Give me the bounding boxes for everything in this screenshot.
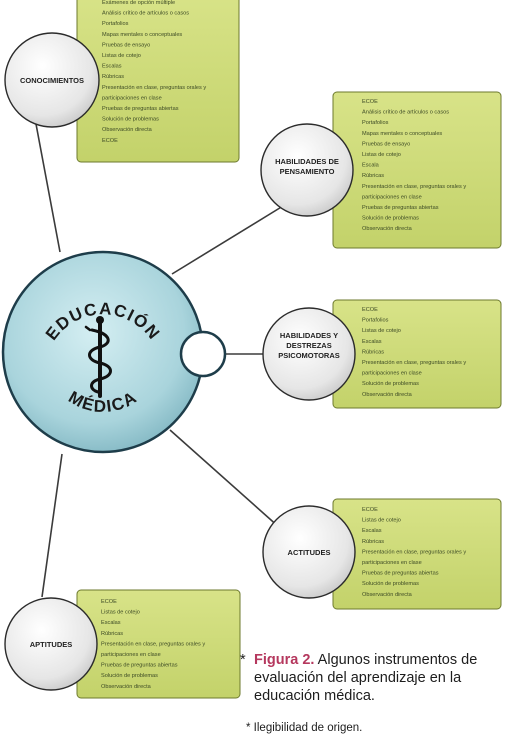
connector-pensamiento [171, 205, 284, 275]
instrument-item: Rúbricas [362, 539, 384, 545]
instrument-item: Solución de problemas [362, 381, 419, 387]
center-notch [179, 330, 227, 378]
node-circle [4, 597, 98, 691]
instrument-item: Observación directa [101, 684, 152, 690]
instrument-item: Listas de cotejo [362, 328, 401, 334]
connector-actitudes [169, 429, 281, 529]
instrument-item: participaciones en clase [362, 194, 422, 200]
node-label-line: CONOCIMIENTOS [20, 76, 84, 85]
instrument-item: ECOE [102, 138, 118, 144]
instrument-item: Análisis crítico de artículos o casos [362, 110, 449, 116]
node-label: APTITUDES [30, 640, 73, 649]
instrument-item: Solución de problemas [101, 673, 158, 679]
center-circle [1, 250, 205, 454]
instrument-item: participaciones en clase [362, 371, 422, 377]
node-label-line: PENSAMIENTO [280, 167, 335, 176]
instrument-item: Escalas [102, 64, 122, 70]
instrument-item: Pruebas de ensayo [362, 141, 410, 147]
instrument-item: ECOE [101, 599, 117, 605]
instrument-item: participaciones en clase [362, 560, 422, 566]
instrument-item: Observación directa [362, 592, 413, 598]
node-label-line: APTITUDES [30, 640, 73, 649]
instrument-list: ECOE Análisis crítico de artículos o caso… [362, 99, 466, 232]
node-label-line: HABILIDADES DE [275, 157, 339, 166]
connector-aptitudes [41, 453, 63, 598]
caption-star: * [240, 652, 246, 668]
node-conocimientos: CONOCIMIENTOS Exámenes de opción múltipl… [4, 0, 240, 163]
instrument-item: Listas de cotejo [102, 53, 141, 59]
instrument-item: Análisis crítico de artículos o casos [102, 11, 189, 17]
node-circle [262, 505, 356, 599]
instrument-item: Presentación en clase, preguntas orales … [362, 184, 466, 190]
node-circle [262, 307, 356, 401]
instrument-item: Escalas [362, 528, 382, 534]
instrument-item: ECOE [362, 99, 378, 105]
node-circle [260, 123, 354, 217]
instrument-item: Portafolios [102, 21, 129, 27]
instrument-item: participaciones en clase [101, 652, 161, 658]
figure-label: Figura 2. [254, 652, 315, 668]
instrument-item: ECOE [362, 507, 378, 513]
node-circle [4, 32, 100, 128]
instrument-item: Presentación en clase, preguntas orales … [101, 641, 205, 647]
instrument-item: Pruebas de preguntas abiertas [362, 205, 439, 211]
node-label-line: PSICOMOTORAS [278, 351, 340, 360]
instrument-item: Mapas mentales o conceptuales [362, 131, 442, 137]
instrument-item: Observación directa [362, 392, 413, 398]
node-label: ACTITUDES [288, 548, 331, 557]
instrument-item: Rúbricas [362, 173, 384, 179]
instrument-item: Escalas [362, 339, 382, 345]
instrument-item: Solución de problemas [102, 117, 159, 123]
node-aptitudes: APTITUDES ECOE Listas de cotejoEscalasRúb… [4, 589, 241, 699]
node-label-line: DESTREZAS [286, 341, 331, 350]
instrument-item: Observación directa [362, 226, 413, 232]
instrument-item: Pruebas de ensayo [102, 42, 150, 48]
instrument-item: Listas de cotejo [101, 610, 140, 616]
caduceus-icon [84, 316, 112, 398]
caption-body: Figura 2. Algunos instrumentos de evalua… [246, 651, 516, 705]
instrument-list: ECOE Listas de cotejoEscalasRúbricasPrese… [101, 599, 205, 690]
figure-caption: * Figura 2. Algunos instrumentos de eval… [240, 651, 516, 705]
caption-text: Algunos instrumentos de evaluación del a… [254, 652, 478, 704]
instrument-item: Rúbricas [102, 74, 124, 80]
connector-conocimientos [32, 107, 61, 253]
instrument-item: Portafolios [362, 120, 389, 126]
instrument-item: Pruebas de preguntas abiertas [101, 663, 178, 669]
instrument-item: Solución de problemas [362, 216, 419, 222]
footnote: * Ilegibilidad de origen. [246, 722, 363, 734]
center-node: EDUCACIÓN MÉDICA [1, 250, 227, 454]
instrument-item: participaciones en clase [102, 95, 162, 101]
node-actitudes: ACTITUDES ECOE Listas de cotejoEscalasRúb… [262, 498, 502, 610]
instrument-item: Presentación en clase, preguntas orales … [362, 549, 466, 555]
instrument-item: Rúbricas [101, 631, 123, 637]
instrument-item: Escala [362, 163, 380, 169]
instrument-item: Portafolios [362, 318, 389, 324]
instrument-item: Escalas [101, 620, 121, 626]
instrument-item: Presentación en clase, preguntas orales … [102, 85, 206, 91]
instrument-item: Rúbricas [362, 349, 384, 355]
instrument-list: ECOE Listas de cotejoEscalasRúbricasPrese… [362, 507, 466, 598]
instrument-item: Pruebas de preguntas abiertas [362, 571, 439, 577]
instrument-item: Exámenes de opción múltiple [102, 0, 175, 6]
instrument-item: Observación directa [102, 127, 153, 133]
instrument-item: Listas de cotejo [362, 152, 401, 158]
node-label: CONOCIMIENTOS [20, 76, 84, 85]
instrument-item: Pruebas de preguntas abiertas [102, 106, 179, 112]
instrument-item: Mapas mentales o conceptuales [102, 32, 182, 38]
node-label-line: ACTITUDES [288, 548, 331, 557]
instrument-box [332, 299, 502, 409]
node-label-line: HABILIDADES Y [280, 331, 338, 340]
instrument-item: Solución de problemas [362, 581, 419, 587]
instrument-item: Listas de cotejo [362, 518, 401, 524]
instrument-item: ECOE [362, 307, 378, 313]
instrument-item: Presentación en clase, preguntas orales … [362, 360, 466, 366]
